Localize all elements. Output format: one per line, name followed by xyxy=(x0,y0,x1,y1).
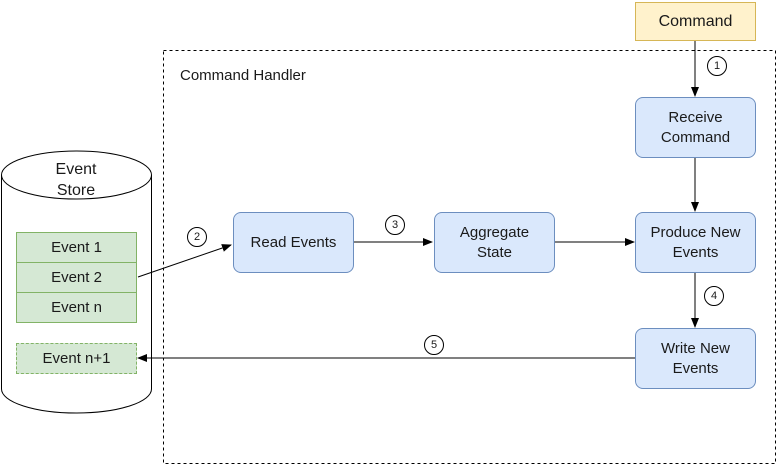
step-circle-1 xyxy=(707,56,727,76)
step-number-4: 4 xyxy=(710,290,718,302)
produce-new-events-step: Produce New Events xyxy=(635,212,756,273)
step-circle-5 xyxy=(424,335,444,355)
step-circle-4 xyxy=(704,286,724,306)
receive-command-step: Receive Command xyxy=(635,97,756,158)
write-new-events-step: Write New Events xyxy=(635,328,756,389)
step-number-5: 5 xyxy=(430,339,438,351)
command-handler-title: Command Handler xyxy=(180,67,306,84)
step-number-2: 2 xyxy=(193,231,201,243)
step-circle-2 xyxy=(187,227,207,247)
aggregate-state-step: Aggregate State xyxy=(434,212,555,273)
command-handler-boundary xyxy=(163,50,776,464)
event-item-1: Event 1 xyxy=(16,232,137,263)
step-number-1: 1 xyxy=(713,60,721,72)
event-store-title: Event Store xyxy=(55,161,97,199)
event-item-n: Event n xyxy=(16,292,137,323)
step-number-3: 3 xyxy=(391,219,399,231)
event-store-cylinder-top xyxy=(1,150,152,200)
step-circle-3 xyxy=(385,215,405,235)
event-item-2: Event 2 xyxy=(16,262,137,293)
event-item-new: Event n+1 xyxy=(16,343,137,374)
arrow-store-to-read xyxy=(137,244,232,278)
command-node: Command xyxy=(635,2,756,41)
read-events-step: Read Events xyxy=(233,212,354,273)
